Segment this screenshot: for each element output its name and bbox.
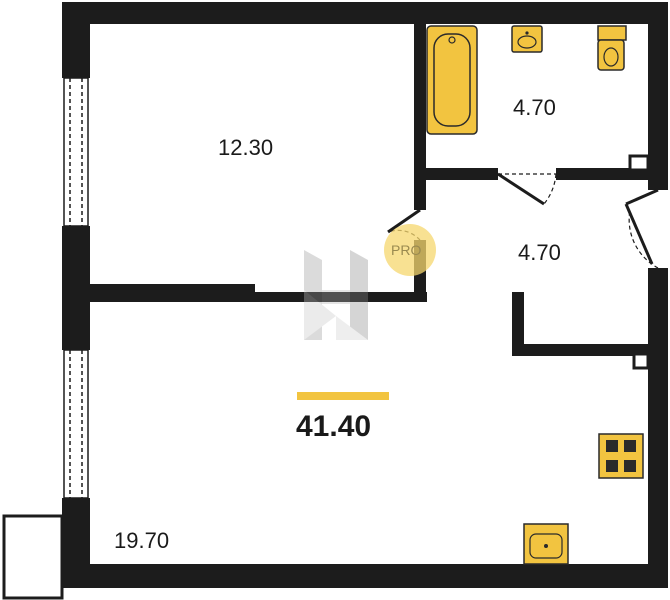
wall-bedroom-bottom [90,284,255,302]
room-area-hallway: 4.70 [518,240,561,265]
stove-icon [598,433,644,479]
kitchen-sink-icon [523,523,569,565]
wall-bath-bottom [414,168,498,180]
wall-bath-left [414,20,426,210]
wall-right-upper [648,2,668,190]
door-bath-leaf [497,172,545,206]
room-area-bathroom: 4.70 [513,95,556,120]
walls [62,2,668,588]
window-living [63,349,89,499]
logo-mark-icon [304,250,368,340]
pro-badge-circle [384,224,436,276]
pro-badge-label: PRO [391,242,422,258]
sink-icon [511,25,543,53]
wall-hall-stub-vertical [512,292,524,354]
room-area-living-kitchen: 19.70 [114,528,170,553]
wall-bottom [62,564,668,588]
notch-bath [628,154,650,172]
door-entrance-leaf [625,188,659,206]
window-bedroom [63,77,89,227]
total-area-value: 41.40 [296,410,372,443]
wall-left-mid [62,226,90,350]
wall-left-top [62,2,90,78]
balcony-outline [2,514,64,600]
wall-right-lower [648,268,668,588]
wall-hall-stub-horizontal [512,344,652,356]
windows [2,77,89,600]
notch-hall [632,352,650,370]
wall-notches [628,154,650,370]
wall-bedroom-bottom-right [255,292,427,302]
wall-left-bottom [62,498,90,588]
bathtub-icon [426,25,478,135]
toilet-icon [597,25,627,71]
room-area-bedroom: 12.30 [218,135,274,160]
door-bedroom-leaf [387,208,421,234]
wall-top [62,2,668,24]
total-area-accent-bar [297,392,389,400]
